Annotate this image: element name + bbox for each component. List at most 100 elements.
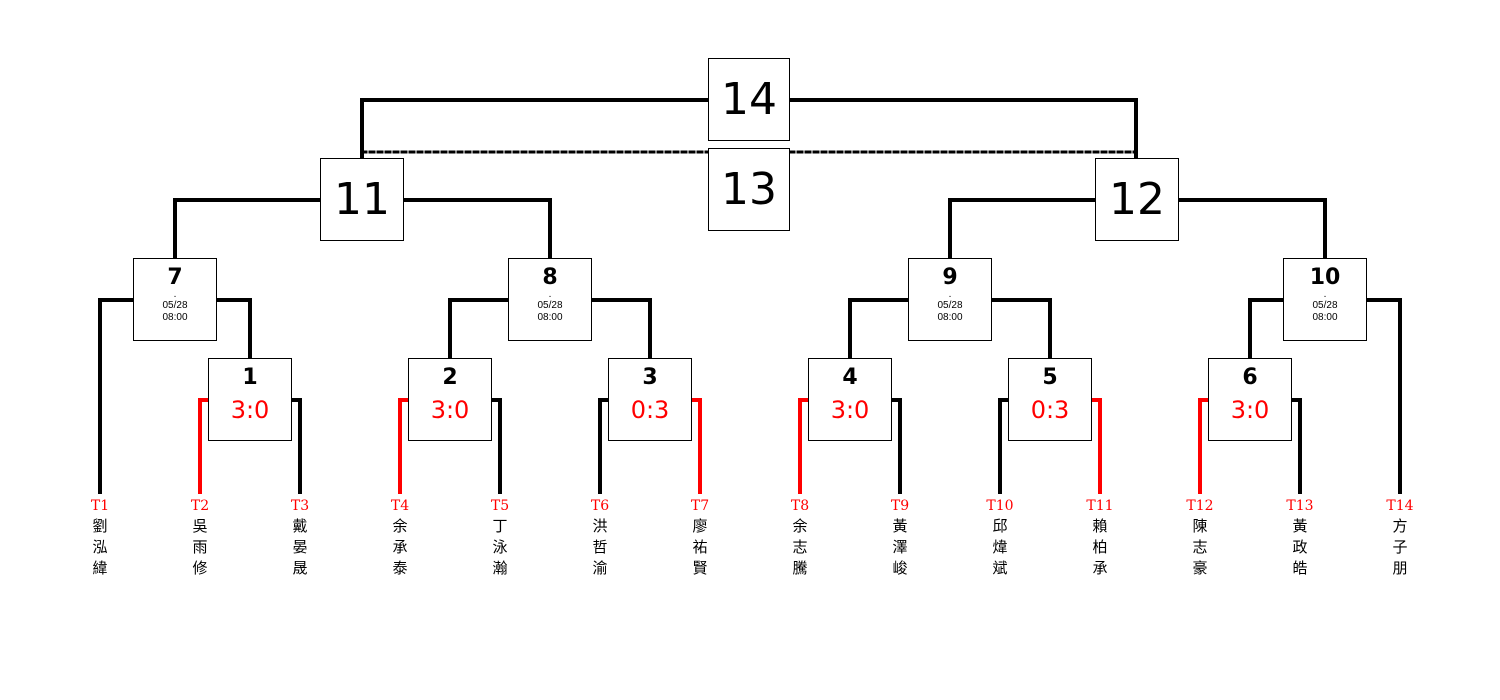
team-t2: T2 吳雨修: [170, 498, 230, 579]
team-name: 黃澤峻: [892, 517, 908, 577]
match-9-box[interactable]: 9 . 05/28 08:00: [908, 258, 992, 341]
team-label: T10: [986, 498, 1014, 514]
m7-line-left: [98, 298, 135, 494]
team-label: T6: [590, 498, 610, 514]
team-label: T13: [1286, 498, 1314, 514]
team-name: 賴柏承: [1092, 517, 1108, 577]
m9-line-left: [848, 298, 910, 360]
match-number: 9: [942, 265, 958, 290]
match-date: 05/28: [537, 300, 563, 311]
m1-line-right: [290, 398, 302, 494]
match-13-box[interactable]: 13: [708, 148, 790, 231]
match-4-box[interactable]: 4 3:0: [808, 358, 892, 441]
match-11-box[interactable]: 11: [320, 158, 404, 241]
m12-line-right: [1177, 198, 1327, 260]
team-name: 丁泳瀚: [492, 517, 508, 577]
match-number: 5: [1042, 365, 1058, 390]
m10-line-right: [1365, 298, 1402, 494]
match-time: 08:00: [537, 312, 563, 323]
m3-line-right: [690, 398, 702, 494]
team-t6: T6 洪哲渝: [570, 498, 630, 579]
team-name: 劉泓緯: [92, 517, 108, 577]
match-date: 05/28: [162, 300, 188, 311]
match-time: 08:00: [1312, 312, 1338, 323]
m12-line-left: [948, 198, 1097, 260]
match-dot: .: [1323, 289, 1327, 300]
match-7-box[interactable]: 7 . 05/28 08:00: [133, 258, 217, 341]
team-label: T3: [290, 498, 310, 514]
team-name: 黃政皓: [1292, 517, 1308, 577]
team-name: 洪哲渝: [592, 517, 608, 577]
match-number: 2: [442, 365, 458, 390]
m10-line-left: [1248, 298, 1285, 360]
team-t7: T7 廖祐賢: [670, 498, 730, 579]
m5-line-left: [998, 398, 1010, 494]
match-number: 1: [242, 365, 258, 390]
team-t14: T14 方子朋: [1370, 498, 1430, 579]
team-t3: T3 戴晏晟: [270, 498, 330, 579]
match-date: 05/28: [1312, 300, 1338, 311]
match-number: 6: [1242, 365, 1258, 390]
match-score: 3:0: [830, 396, 870, 424]
team-name: 方子朋: [1392, 517, 1408, 577]
match-number: 12: [1109, 174, 1165, 225]
m6-line-left: [1198, 398, 1210, 494]
match-time: 08:00: [937, 312, 963, 323]
match-score: 3:0: [430, 396, 470, 424]
m8-line-right: [590, 298, 652, 360]
team-t10: T10 邱煒斌: [970, 498, 1030, 579]
m11-line-left: [173, 198, 322, 260]
team-label: T11: [1086, 498, 1114, 514]
team-label: T12: [1186, 498, 1214, 514]
team-name: 陳志豪: [1192, 517, 1208, 577]
m2-line-right: [490, 398, 502, 494]
team-t1: T1 劉泓緯: [70, 498, 130, 579]
m2-line-left: [398, 398, 410, 494]
match-dot: .: [548, 289, 552, 300]
final-line-left: [360, 98, 710, 160]
match-number: 14: [721, 74, 777, 125]
match-score: 3:0: [230, 396, 270, 424]
match-3-box[interactable]: 3 0:3: [608, 358, 692, 441]
match-6-box[interactable]: 6 3:0: [1208, 358, 1292, 441]
team-name: 廖祐賢: [692, 517, 708, 577]
match-10-box[interactable]: 10 . 05/28 08:00: [1283, 258, 1367, 341]
m4-line-left: [798, 398, 810, 494]
m4-line-right: [890, 398, 902, 494]
team-t4: T4 余承泰: [370, 498, 430, 579]
match-number: 7: [167, 265, 183, 290]
match-number: 11: [334, 174, 390, 225]
match-1-box[interactable]: 1 3:0: [208, 358, 292, 441]
team-name: 邱煒斌: [992, 517, 1008, 577]
match-14-box[interactable]: 14: [708, 58, 790, 141]
match-time: 08:00: [162, 312, 188, 323]
m9-line-right: [990, 298, 1052, 360]
m3-line-left: [598, 398, 610, 494]
match-number: 10: [1309, 265, 1341, 290]
match-12-box[interactable]: 12: [1095, 158, 1179, 241]
match-score: 3:0: [1230, 396, 1270, 424]
match-5-box[interactable]: 5 0:3: [1008, 358, 1092, 441]
match-dot: .: [948, 289, 952, 300]
team-t13: T13 黃政皓: [1270, 498, 1330, 579]
match-score: 0:3: [630, 396, 670, 424]
final-line-right: [788, 98, 1138, 160]
team-label: T7: [690, 498, 710, 514]
team-label: T5: [490, 498, 510, 514]
team-label: T1: [90, 498, 110, 514]
match-dot: .: [173, 289, 177, 300]
match-2-box[interactable]: 2 3:0: [408, 358, 492, 441]
match-8-box[interactable]: 8 . 05/28 08:00: [508, 258, 592, 341]
team-label: T8: [790, 498, 810, 514]
m7-line-right: [215, 298, 252, 360]
team-label: T2: [190, 498, 210, 514]
team-t12: T12 陳志豪: [1170, 498, 1230, 579]
team-t8: T8 余志騰: [770, 498, 830, 579]
m8-line-left: [448, 298, 510, 360]
match-score: 0:3: [1030, 396, 1070, 424]
m1-line-left: [198, 398, 210, 494]
m6-line-right: [1290, 398, 1302, 494]
team-name: 余承泰: [392, 517, 408, 577]
team-t11: T11 賴柏承: [1070, 498, 1130, 579]
